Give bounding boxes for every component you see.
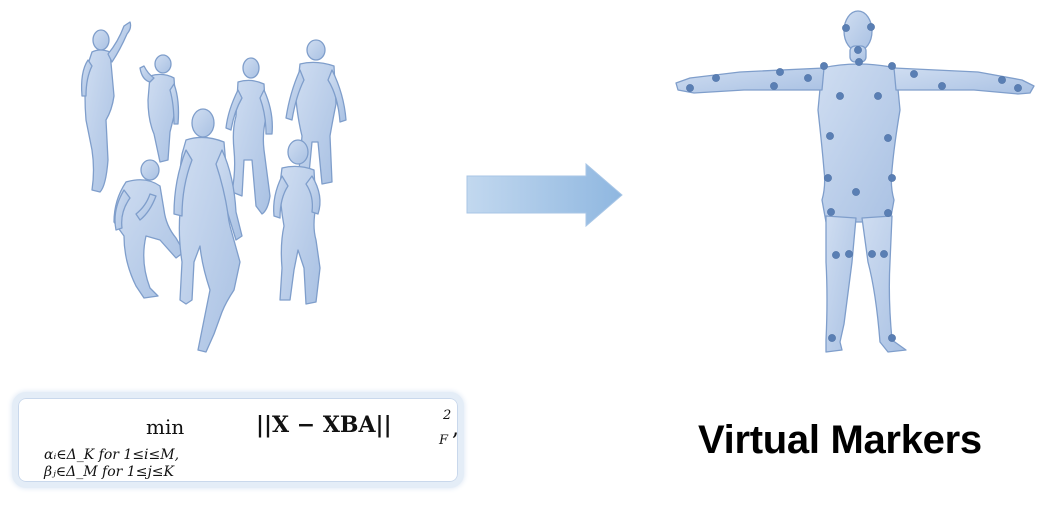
marker xyxy=(888,62,896,70)
formula-box: min αᵢ∈Δ_K for 1≤i≤M, βⱼ∈Δ_M for 1≤j≤K |… xyxy=(12,392,464,488)
formula-objective: ||X − XBA|| xyxy=(256,412,392,438)
t-pose-torso xyxy=(817,63,901,223)
marker xyxy=(845,250,853,258)
marker xyxy=(874,92,882,100)
virtual-markers-title: Virtual Markers xyxy=(698,418,982,462)
mesh-figure-front-woman xyxy=(273,139,321,305)
mesh-figure-walking xyxy=(173,108,243,353)
marker xyxy=(686,84,694,92)
right-arrow-icon xyxy=(466,162,623,228)
marker xyxy=(880,250,888,258)
marker xyxy=(868,250,876,258)
mesh-figure-standing-woman xyxy=(225,57,273,215)
marker xyxy=(770,82,778,90)
marker xyxy=(776,68,784,76)
marker xyxy=(888,334,896,342)
t-pose-left-leg xyxy=(825,215,857,353)
marker xyxy=(836,92,844,100)
human-mesh-poses-icon xyxy=(80,21,347,353)
marker xyxy=(938,82,946,90)
marker xyxy=(910,70,918,78)
marker xyxy=(832,251,840,259)
formula-constraint-alpha: αᵢ∈Δ_K for 1≤i≤M, xyxy=(44,447,180,463)
mesh-figure-crouching xyxy=(113,159,185,299)
marker xyxy=(852,188,860,196)
mesh-figure-back-woman xyxy=(139,54,180,163)
t-pose-left-arm xyxy=(675,67,825,94)
t-pose-mesh-icon xyxy=(675,10,1035,353)
marker xyxy=(854,46,862,54)
mesh-figure-waving xyxy=(80,21,132,193)
t-pose-right-leg xyxy=(861,215,907,353)
marker xyxy=(884,209,892,217)
formula-constraint-beta: βⱼ∈Δ_M for 1≤j≤K xyxy=(44,464,174,480)
marker xyxy=(855,58,863,66)
formula-superscript: 2 xyxy=(443,408,452,423)
marker xyxy=(824,174,832,182)
formula-subscript: F xyxy=(439,433,449,448)
formula-comma: , xyxy=(452,416,459,441)
marker xyxy=(804,74,812,82)
marker xyxy=(712,74,720,82)
marker xyxy=(827,208,835,216)
marker xyxy=(1014,84,1022,92)
marker xyxy=(828,334,836,342)
marker xyxy=(826,132,834,140)
virtual-markers xyxy=(686,23,1022,342)
marker xyxy=(998,76,1006,84)
marker xyxy=(842,24,850,32)
formula-min-operator: min xyxy=(146,415,185,439)
marker xyxy=(820,62,828,70)
marker xyxy=(867,23,875,31)
marker xyxy=(884,134,892,142)
marker xyxy=(888,174,896,182)
t-pose-right-arm xyxy=(893,67,1035,95)
